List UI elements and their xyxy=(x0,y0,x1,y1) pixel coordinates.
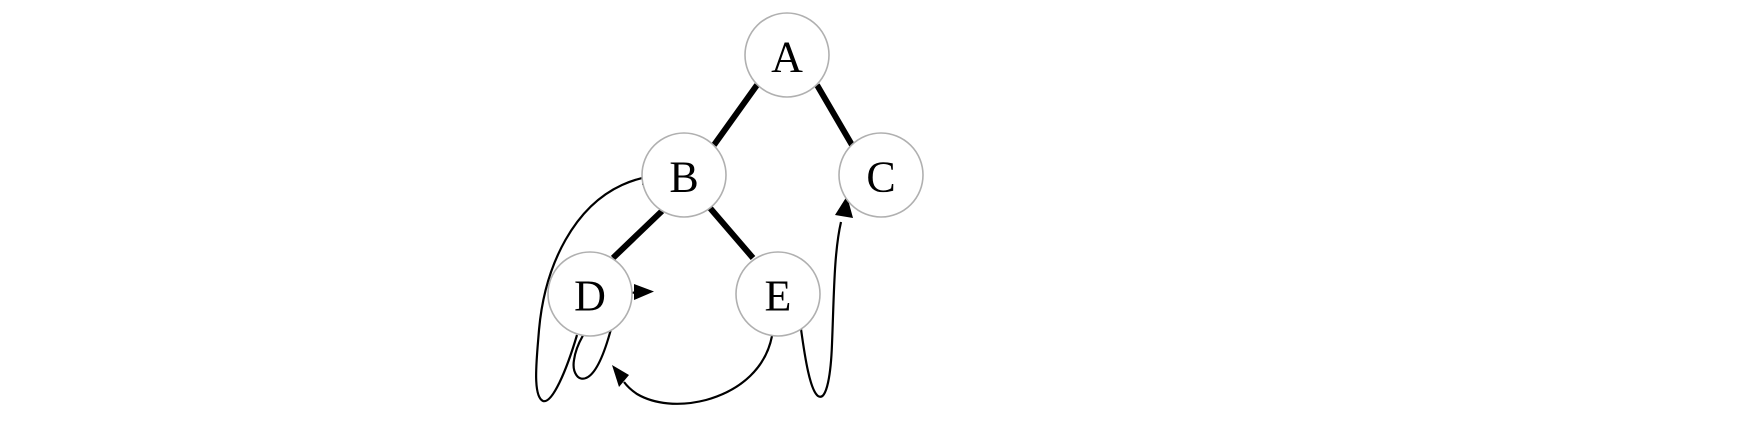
tree-edge-a-c xyxy=(814,83,855,147)
node-e[interactable]: E xyxy=(735,251,821,337)
node-b[interactable]: B xyxy=(641,132,727,218)
node-e-circle[interactable] xyxy=(735,251,821,337)
node-a-label: A xyxy=(771,33,803,82)
arrow-head-e-d xyxy=(612,365,629,387)
node-e-label: E xyxy=(765,272,792,321)
node-c-circle[interactable] xyxy=(838,132,924,218)
arc-edge-e-d xyxy=(612,335,774,405)
tree-edge-b-d xyxy=(610,208,665,261)
node-b-circle[interactable] xyxy=(641,132,727,218)
tree-edge-layer xyxy=(610,83,855,261)
tree-edge-b-e xyxy=(707,206,756,260)
arc-path-d-b xyxy=(535,175,649,403)
node-b-label: B xyxy=(669,153,698,202)
arrow-head-d-e xyxy=(634,284,654,300)
node-d[interactable]: D xyxy=(547,251,633,337)
node-d-label: D xyxy=(574,272,606,321)
arc-path-e-c xyxy=(799,221,843,398)
node-c[interactable]: C xyxy=(838,132,924,218)
node-d-circle[interactable] xyxy=(547,251,633,337)
node-layer: A B C D E xyxy=(547,12,924,337)
arc-path-e-d xyxy=(623,335,774,405)
node-a-circle[interactable] xyxy=(744,12,830,98)
node-a[interactable]: A xyxy=(744,12,830,98)
node-c-label: C xyxy=(866,153,895,202)
tree-edge-a-b xyxy=(711,83,760,147)
